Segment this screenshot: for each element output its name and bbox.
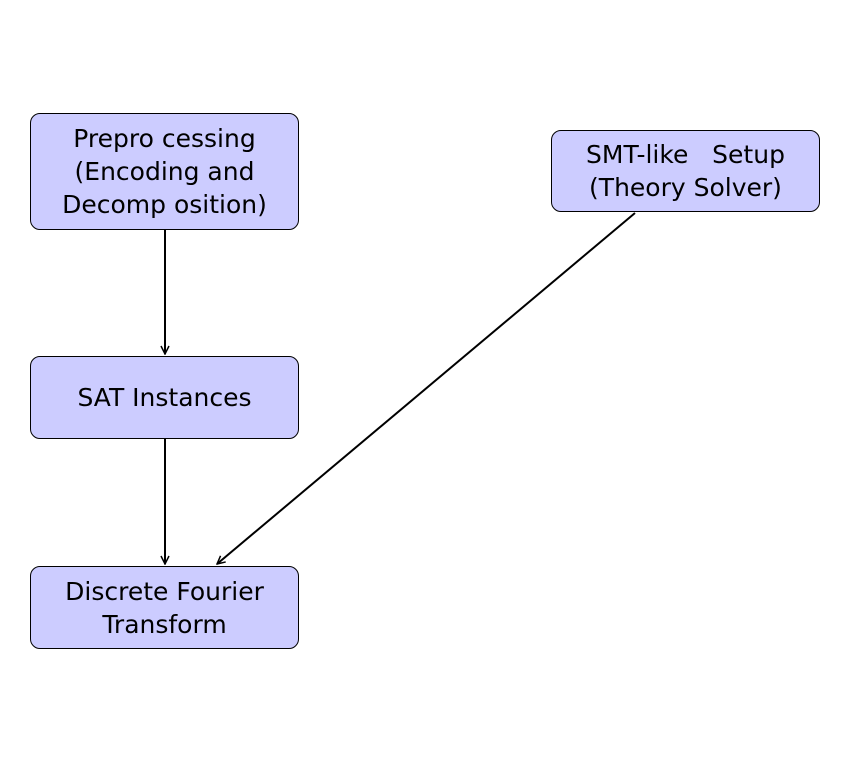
node-preprocessing-line-3: Decomp osition)	[62, 190, 267, 219]
edge-smt-to-dft	[217, 212, 636, 564]
node-dft-line-2: Transform	[102, 609, 227, 639]
node-preprocessing-line-2: (Encoding and	[74, 157, 255, 186]
node-smt-setup-line-2: (Theory Solver)	[589, 173, 782, 202]
node-sat-instances: SAT Instances	[30, 356, 299, 439]
node-smt-setup-line-1: SMT-like Setup	[586, 140, 785, 169]
node-preprocessing: Prepro cessing (Encoding and Decomp osit…	[30, 113, 299, 230]
node-smt-setup: SMT-like Setup (Theory Solver)	[551, 130, 820, 212]
node-preprocessing-line-1: Prepro cessing	[73, 124, 256, 153]
node-sat-instances-line-1: SAT Instances	[77, 383, 252, 412]
node-dft: Discrete Fourier Transform	[30, 566, 299, 649]
node-dft-line-1: Discrete Fourier	[65, 576, 264, 606]
